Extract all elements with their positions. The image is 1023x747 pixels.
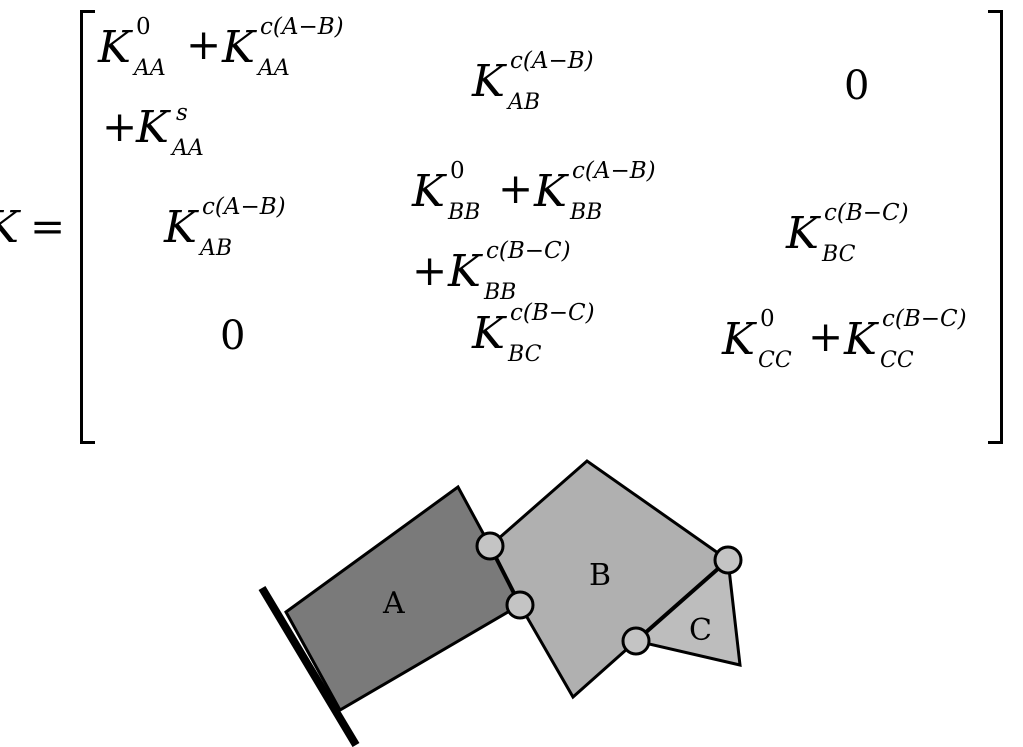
k-symbol: K <box>412 166 445 217</box>
subscript: CC <box>758 348 792 373</box>
plus-sign: + <box>412 246 448 295</box>
superscript: 0 <box>450 158 465 184</box>
label-c: C <box>689 613 712 648</box>
k-symbol: K <box>222 22 255 73</box>
k-symbol: K <box>448 246 481 297</box>
joint-b-c-lower <box>621 626 651 656</box>
plus-sign: + <box>186 20 222 69</box>
superscript: c(B−C) <box>824 200 909 226</box>
label-b: B <box>589 558 611 593</box>
joint-a-b-upper <box>475 531 505 561</box>
right-bracket <box>988 10 1003 444</box>
superscript: c(A−B) <box>260 14 344 40</box>
subscript: CC <box>880 348 914 373</box>
subscript: BB <box>484 280 517 305</box>
superscript: c(A−B) <box>572 158 656 184</box>
plus-sign: + <box>102 102 138 151</box>
plus-sign: + <box>808 312 844 361</box>
joint-b-c-upper <box>713 545 743 575</box>
k-symbol: K <box>164 202 197 253</box>
superscript: c(A−B) <box>510 48 594 74</box>
superscript: 0 <box>760 306 775 332</box>
superscript: s <box>176 100 188 126</box>
subscript: AA <box>172 136 204 161</box>
superscript: c(B−C) <box>882 306 967 332</box>
subscript: AB <box>508 90 541 115</box>
superscript: 0 <box>136 14 151 40</box>
k-symbol: K <box>786 208 819 259</box>
equals-sign: = <box>30 202 66 251</box>
plus-sign: + <box>498 164 534 213</box>
left-bracket <box>80 10 95 444</box>
label-a: A <box>382 586 405 621</box>
joint-a-b-lower <box>505 590 535 620</box>
subscript: BB <box>448 200 481 225</box>
subscript: BC <box>508 342 542 367</box>
k-symbol: K <box>472 56 505 107</box>
subscript: AB <box>200 236 233 261</box>
subscript: AA <box>258 56 290 81</box>
zero-entry: 0 <box>220 313 246 359</box>
k-symbol: K <box>534 166 567 217</box>
k-symbol: K <box>136 102 169 153</box>
superscript: c(A−B) <box>202 194 286 220</box>
superscript: c(B−C) <box>510 300 595 326</box>
zero-entry: 0 <box>844 63 870 109</box>
k-symbol: K <box>844 314 877 365</box>
k-symbol: K <box>722 314 755 365</box>
lhs-k: K <box>0 206 19 250</box>
subscript: BB <box>570 200 603 225</box>
superscript: c(B−C) <box>486 238 571 264</box>
subscript: AA <box>134 56 166 81</box>
k-symbol: K <box>98 22 131 73</box>
subscript: BC <box>822 242 856 267</box>
link-b-c <box>634 558 730 643</box>
k-symbol: K <box>472 308 505 359</box>
fixed-wall <box>258 585 360 747</box>
